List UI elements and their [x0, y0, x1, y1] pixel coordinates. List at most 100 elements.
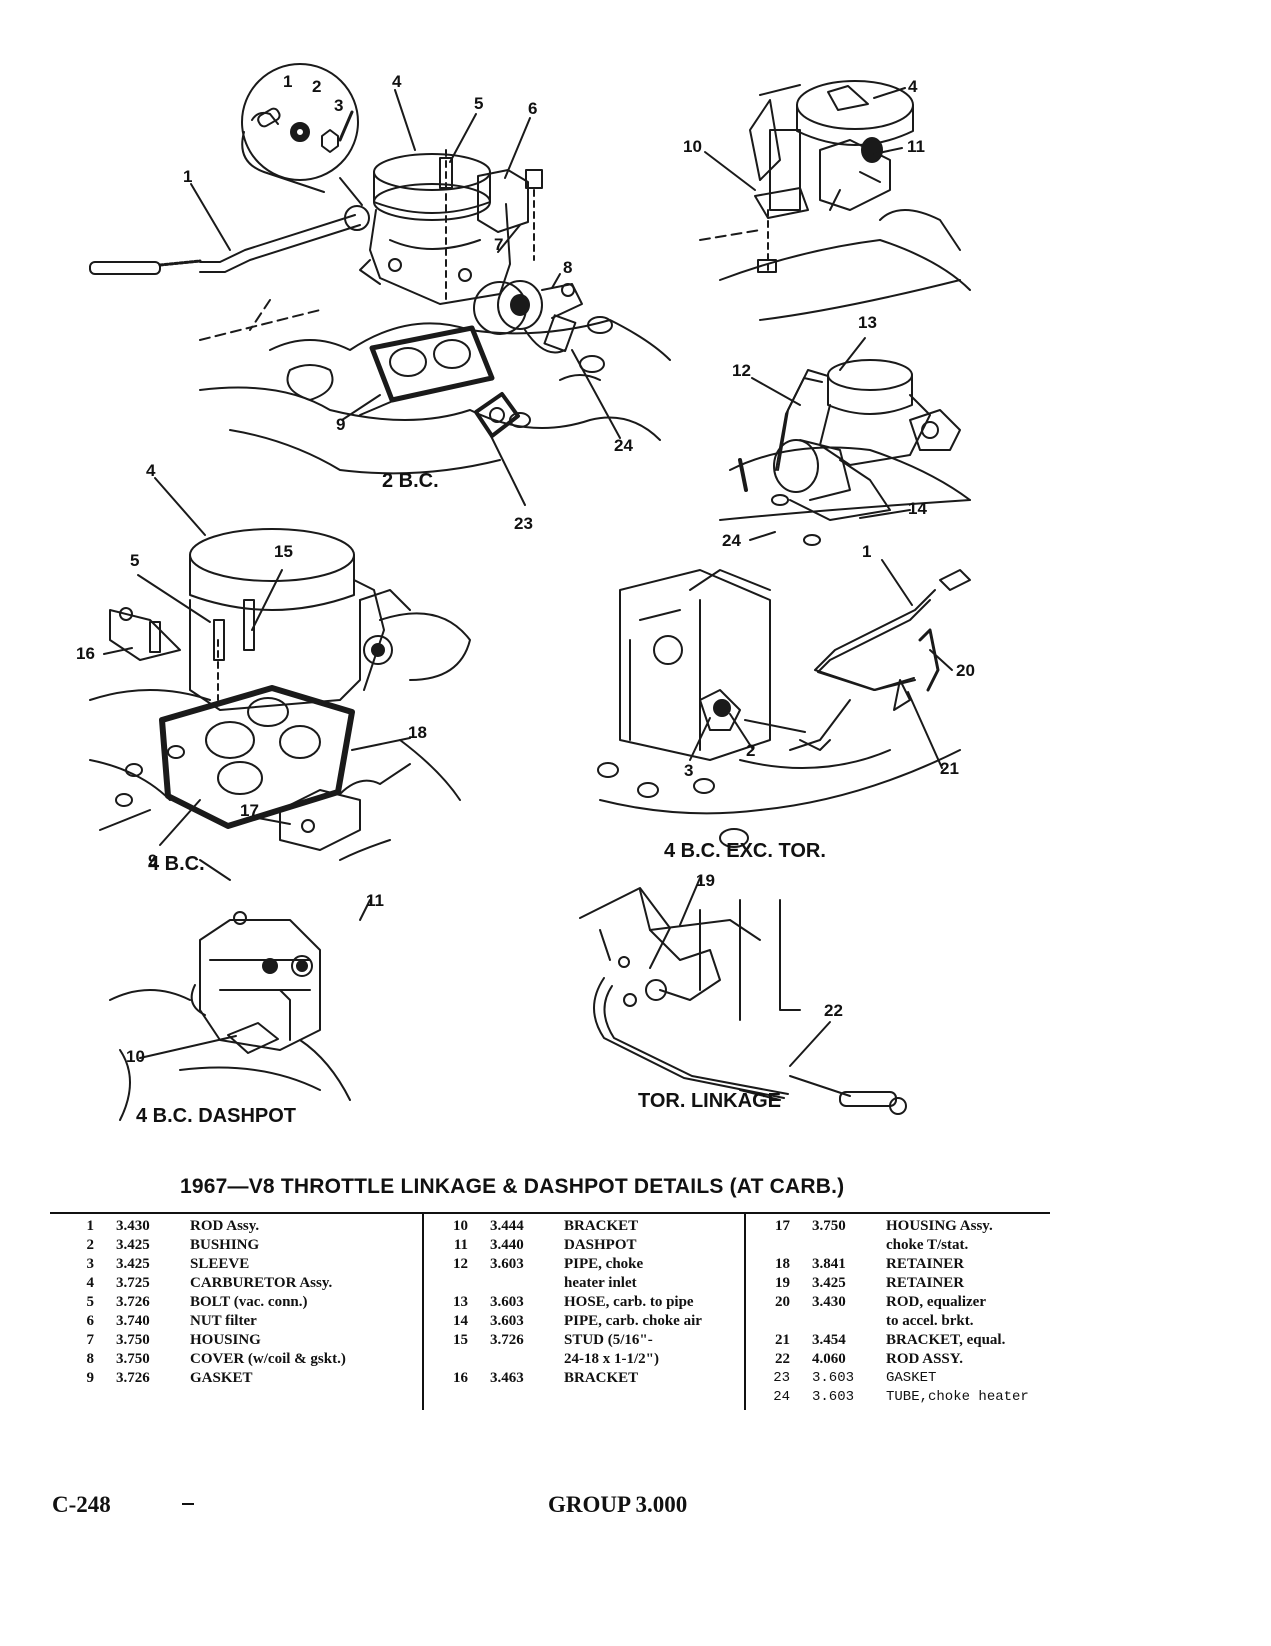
- group-number: [812, 1312, 886, 1331]
- callout-label: 20: [956, 661, 975, 680]
- part-description: ROD Assy.: [190, 1218, 260, 1234]
- part-description: heater inlet: [564, 1275, 637, 1291]
- callout-label: 24: [722, 531, 741, 550]
- callout-label: 5: [130, 551, 140, 570]
- group-label: GROUP 3.000: [548, 1492, 688, 1517]
- part-description: SLEEVE: [190, 1256, 250, 1272]
- part-description: ROD, equalizer: [886, 1294, 986, 1310]
- callout-label: 6: [528, 99, 538, 118]
- group-number: 3.750: [812, 1218, 846, 1234]
- part-description: ROD ASSY.: [886, 1351, 963, 1367]
- group-number: 3.726: [116, 1370, 150, 1386]
- part-number: 22: [775, 1351, 790, 1367]
- callout-label: 4: [392, 72, 402, 91]
- group-number: 3.444: [490, 1218, 524, 1234]
- group-number: 3.726: [116, 1294, 150, 1310]
- callout-label: 10: [683, 137, 702, 156]
- panel-4bc-exc-tor-art: [597, 559, 971, 848]
- part-number: 18: [775, 1256, 790, 1272]
- group-number: [812, 1236, 886, 1255]
- parts-row: 5 3.726 BOLT (vac. conn.): [50, 1293, 346, 1312]
- callout-label: 4: [908, 77, 918, 96]
- part-number: 11: [453, 1237, 468, 1253]
- group-number: 4.060: [812, 1351, 846, 1367]
- callout-label: 13: [858, 313, 877, 332]
- part-description: to accel. brkt.: [886, 1313, 974, 1329]
- part-description: HOSE, carb. to pipe: [564, 1294, 694, 1310]
- panel-label-2bc: 2 B.C.: [382, 470, 439, 492]
- part-description: DASHPOT: [564, 1237, 637, 1253]
- part-description: STUD (5/16"-: [564, 1332, 653, 1348]
- panel-2bc-art: [89, 63, 671, 506]
- callout-label: 4: [146, 461, 156, 480]
- part-description: RETAINER: [886, 1275, 965, 1291]
- parts-row: to accel. brkt.: [746, 1312, 1029, 1331]
- part-description: CARBURETOR Assy.: [190, 1275, 333, 1291]
- part-description: PIPE, carb. choke air: [564, 1313, 702, 1329]
- part-description: BOLT (vac. conn.): [190, 1294, 308, 1310]
- callout-label: 17: [240, 801, 259, 820]
- part-description: NUT filter: [190, 1313, 257, 1329]
- panel-4bc-dashpot-art: [109, 899, 371, 1121]
- callout-label: 10: [126, 1047, 145, 1066]
- group-number: 3.750: [116, 1351, 150, 1367]
- part-number: [746, 1236, 812, 1255]
- panel-4bc-art: [89, 477, 471, 881]
- part-number: 21: [775, 1332, 790, 1348]
- part-number: [746, 1312, 812, 1331]
- parts-row: 3 3.425 SLEEVE: [50, 1255, 346, 1274]
- group-number: 3.454: [812, 1332, 846, 1348]
- part-number: [424, 1350, 490, 1369]
- part-description: PIPE, choke: [564, 1256, 644, 1272]
- part-description: GASKET: [190, 1370, 253, 1386]
- part-number: 2: [86, 1237, 95, 1253]
- detail-circle: [241, 63, 359, 181]
- part-description: 24-18 x 1-1/2"): [564, 1351, 659, 1367]
- callout-label: 24: [614, 436, 633, 455]
- footer-dash: [182, 1503, 194, 1505]
- part-number: 5: [86, 1294, 95, 1310]
- parts-row: 22 4.060 ROD ASSY.: [746, 1350, 1029, 1369]
- exploded-view-illustration: [89, 63, 971, 1121]
- part-number: 23: [773, 1370, 790, 1386]
- callout-label: 11: [366, 891, 384, 910]
- callout-label: 23: [514, 514, 533, 533]
- callout-label: 22: [824, 1001, 843, 1020]
- callout-label: 2: [746, 741, 756, 760]
- callout-label: 9: [148, 851, 158, 870]
- part-description: BRACKET: [564, 1218, 639, 1234]
- panel-label-4bc: 4 B.C.: [148, 853, 205, 875]
- part-number: 15: [453, 1332, 468, 1348]
- group-number: 3.425: [116, 1237, 150, 1253]
- group-number: 3.430: [812, 1294, 846, 1310]
- panel-top-right-art: [699, 80, 971, 321]
- figure-title: 1967—V8 THROTTLE LINKAGE & DASHPOT DETAI…: [180, 1175, 845, 1198]
- group-number: 3.425: [812, 1275, 846, 1291]
- callout-label: 21: [940, 759, 959, 778]
- part-number: 14: [453, 1313, 468, 1329]
- part-number: 12: [453, 1256, 468, 1272]
- group-number: 3.841: [812, 1256, 846, 1272]
- callout-label: 3: [684, 761, 694, 780]
- group-number: 3.425: [116, 1256, 150, 1272]
- group-number: 3.603: [812, 1389, 855, 1405]
- callout-label: 18: [408, 723, 427, 742]
- part-number: 19: [775, 1275, 790, 1291]
- callout-label: 1: [183, 167, 193, 186]
- part-number: 3: [86, 1256, 95, 1272]
